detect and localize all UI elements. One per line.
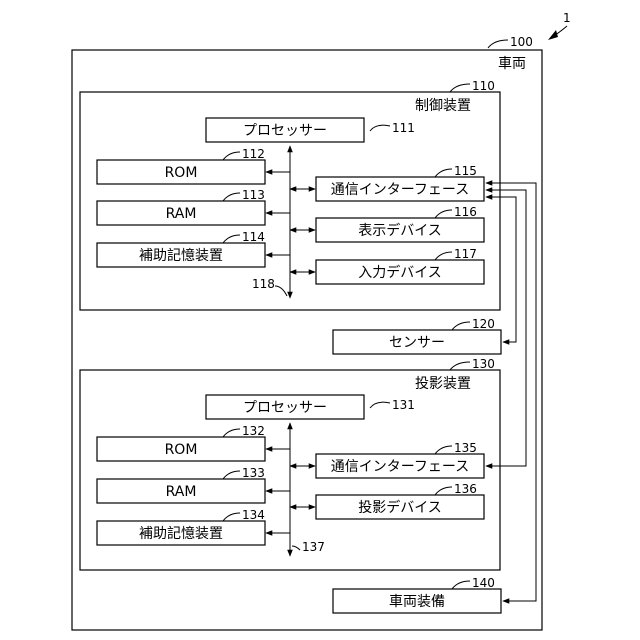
- sensor-leader: [452, 322, 470, 330]
- link-comm-to-equipment: [486, 183, 536, 601]
- control-rom-label: ROM: [165, 165, 198, 181]
- control-ram-leader: [223, 193, 240, 201]
- control-input-leader: [435, 252, 452, 260]
- sensor-ref: 120: [472, 317, 495, 331]
- control-input-ref: 117: [454, 247, 477, 261]
- projection-comm-label: 通信インターフェース: [331, 459, 469, 475]
- projection-projector-ref: 136: [454, 482, 477, 496]
- sensor-label: センサー: [389, 335, 445, 351]
- control-processor-ref: 111: [392, 121, 415, 135]
- control-comm-label: 通信インターフェース: [331, 182, 469, 198]
- projection-aux-label: 補助記憶装置: [139, 525, 223, 542]
- vehicle-equipment-label: 車両装備: [389, 593, 445, 610]
- control-processor-leader: [370, 125, 390, 131]
- projection-aux-leader: [223, 513, 240, 521]
- control-aux-leader: [223, 235, 240, 243]
- control-display-ref: 116: [454, 205, 477, 219]
- projection-ref: 130: [472, 357, 495, 371]
- projection-comm-ref: 135: [454, 441, 477, 455]
- figure-ref-arrowhead: [548, 30, 558, 40]
- projection-processor-label: プロセッサー: [243, 400, 327, 416]
- projection-bus-leader: [292, 546, 300, 550]
- projection-processor-ref: 131: [392, 398, 415, 412]
- projection-processor-leader: [370, 402, 390, 408]
- control-ref: 110: [472, 79, 495, 93]
- control-rom-leader: [223, 152, 240, 160]
- projection-bus-ref: 137: [302, 540, 325, 554]
- control-comm-leader: [435, 169, 452, 177]
- figure-ref: 1: [563, 11, 571, 25]
- projection-ram-leader: [223, 471, 240, 479]
- vehicle-label: 車両: [498, 55, 526, 72]
- control-display-label: 表示デバイス: [358, 222, 442, 239]
- control-display-leader: [435, 210, 452, 218]
- projection-ram-label: RAM: [166, 484, 197, 500]
- projection-label: 投影装置: [415, 376, 471, 392]
- vehicle-equipment-leader: [452, 581, 470, 589]
- control-input-label: 入力デバイス: [358, 264, 442, 281]
- control-ref-leader: [450, 84, 470, 92]
- control-bus-leader: [275, 286, 287, 296]
- control-label: 制御装置: [415, 98, 471, 114]
- control-bus-ref: 118: [252, 277, 275, 291]
- projection-projector-label: 投影デバイス: [358, 499, 442, 516]
- control-processor-label: プロセッサー: [243, 123, 327, 139]
- control-ram-ref: 113: [242, 188, 265, 202]
- control-aux-ref: 114: [242, 230, 265, 244]
- projection-ref-leader: [450, 362, 470, 370]
- control-aux-label: 補助記憶装置: [139, 247, 223, 264]
- projection-rom-leader: [223, 429, 240, 437]
- projection-comm-leader: [435, 446, 452, 454]
- control-ram-label: RAM: [166, 206, 197, 222]
- projection-projector-leader: [435, 487, 452, 495]
- projection-rom-ref: 132: [242, 424, 265, 438]
- vehicle-ref: 100: [510, 35, 533, 49]
- control-comm-ref: 115: [454, 164, 477, 178]
- vehicle-equipment-ref: 140: [472, 576, 495, 590]
- vehicle-ref-leader: [488, 40, 508, 48]
- projection-rom-label: ROM: [165, 442, 198, 458]
- control-rom-ref: 112: [242, 147, 265, 161]
- projection-ram-ref: 133: [242, 466, 265, 480]
- projection-aux-ref: 134: [242, 508, 265, 522]
